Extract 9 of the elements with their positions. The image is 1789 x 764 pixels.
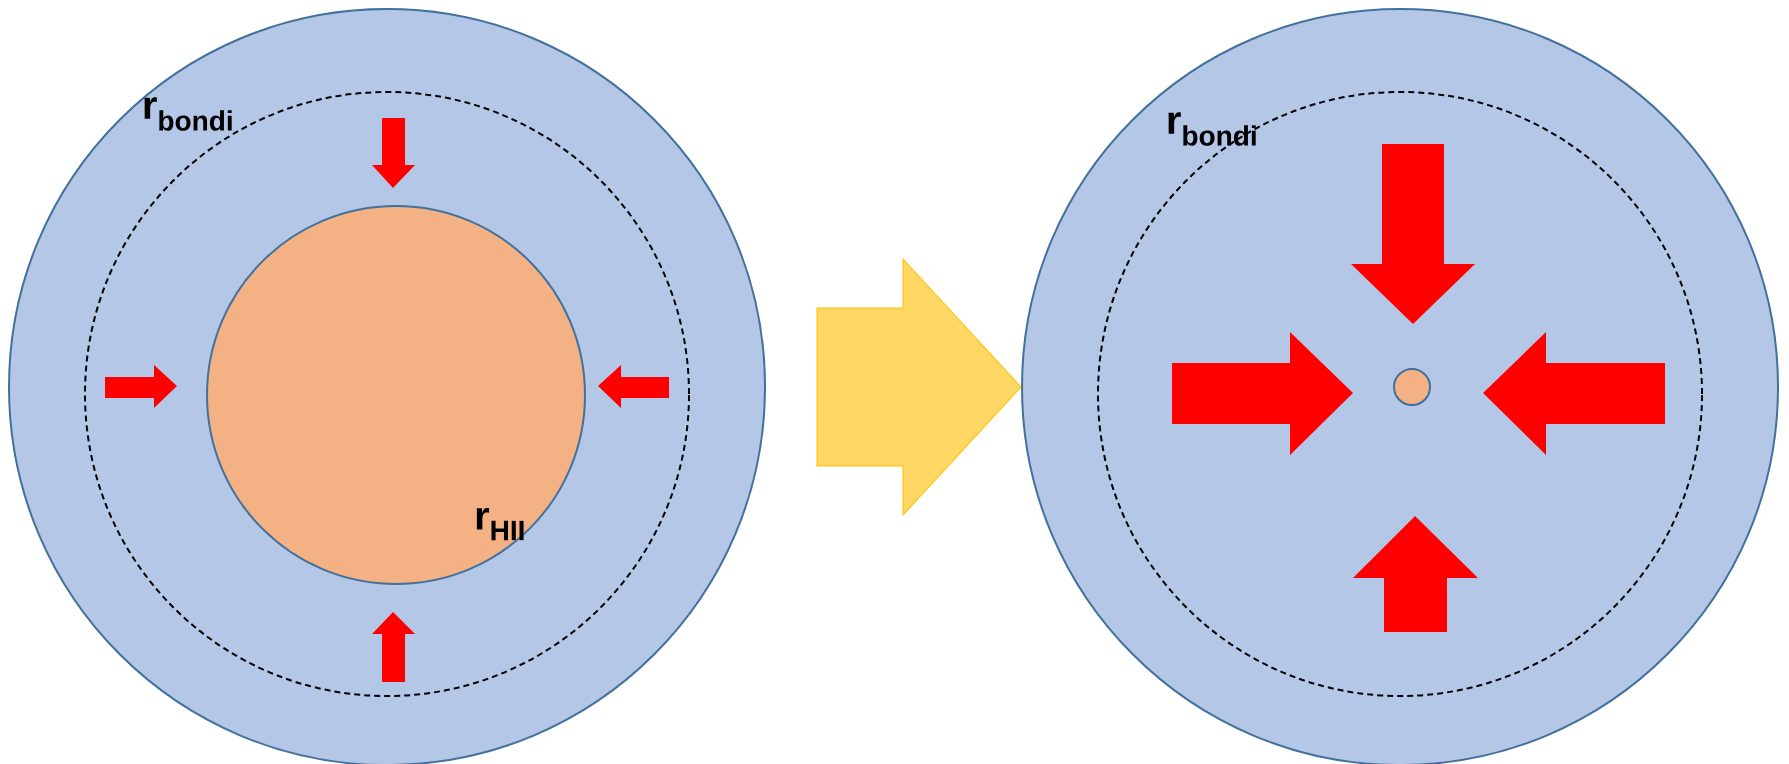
region-circle xyxy=(1021,8,1779,764)
radius-label: r$_{bondi}$ xyxy=(144,97,232,131)
ionized-region-circle xyxy=(1393,368,1431,406)
ionized-region-circle xyxy=(206,205,586,585)
block-arrow xyxy=(816,258,1022,516)
radius-label: r$_{bondi}$ xyxy=(1168,112,1256,146)
bondi-radius-circle xyxy=(84,91,690,697)
bondi-radius-circle xyxy=(1097,91,1703,697)
radius-label: r$_{HII}$ xyxy=(476,507,524,541)
